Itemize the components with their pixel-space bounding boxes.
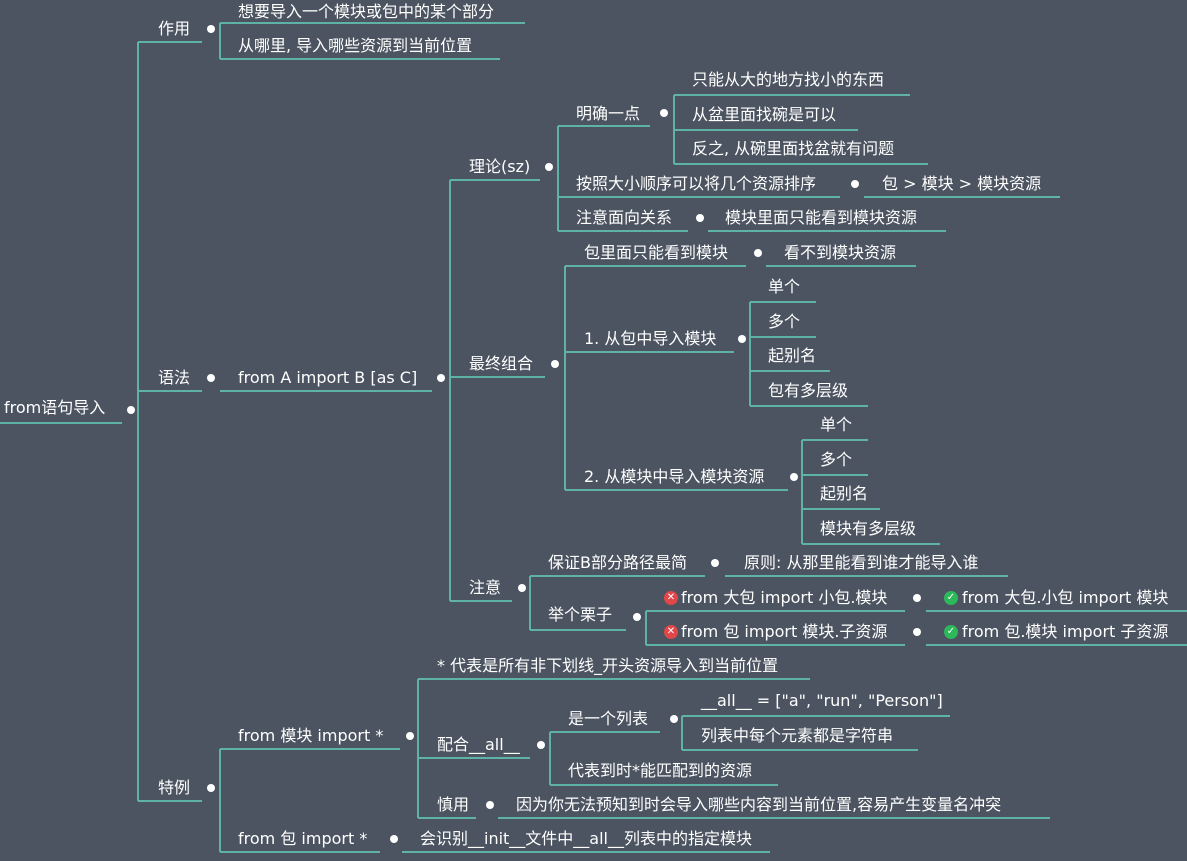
node-order[interactable]: 按照大小顺序可以将几个资源排序: [576, 174, 817, 193]
node-from-module-3[interactable]: 起别名: [820, 484, 869, 503]
node-careful-reason[interactable]: 因为你无法预知到时会导入哪些内容到当前位置,容易产生变量名冲突: [516, 795, 1002, 814]
node-from-module[interactable]: 2. 从模块中导入模块资源: [584, 467, 765, 486]
collapse-dot[interactable]: [406, 732, 414, 740]
node-from-pkg-3[interactable]: 起别名: [768, 346, 817, 365]
collapse-dot[interactable]: [633, 613, 641, 621]
node-note[interactable]: 注意: [469, 578, 502, 597]
node-purpose[interactable]: 作用: [158, 19, 191, 38]
collapse-dot[interactable]: [696, 214, 704, 222]
node-from-pkg[interactable]: 1. 从包中导入模块: [584, 329, 717, 348]
collapse-dot[interactable]: [127, 406, 135, 414]
collapse-dot[interactable]: [754, 249, 762, 257]
node-with-all[interactable]: 配合__all__: [437, 735, 520, 754]
collapse-dot[interactable]: [390, 835, 398, 843]
collapse-dot[interactable]: [913, 628, 921, 636]
collapse-dot[interactable]: [486, 801, 494, 809]
node-all-match[interactable]: 代表到时*能匹配到的资源: [568, 761, 753, 780]
node-all-value[interactable]: __all__ = ["a", "run", "Person"]: [701, 691, 943, 710]
node-clarify-2[interactable]: 从盆里面找碗是可以: [692, 105, 837, 124]
collapse-dot[interactable]: [518, 584, 526, 592]
node-example[interactable]: 举个栗子: [548, 605, 613, 624]
node-from-pkg-4[interactable]: 包有多层级: [768, 381, 849, 400]
node-order-value[interactable]: 包 > 模块 > 模块资源: [882, 174, 1042, 193]
node-list-items[interactable]: 列表中每个元素都是字符串: [701, 726, 894, 745]
node-from-module-2[interactable]: 多个: [820, 450, 853, 469]
node-final-combo[interactable]: 最终组合: [469, 354, 534, 373]
collapse-dot[interactable]: [670, 715, 678, 723]
node-shortest[interactable]: 保证B部分路径最简: [548, 553, 687, 572]
node-clarify[interactable]: 明确一点: [576, 104, 641, 123]
node-star-module[interactable]: from 模块 import *: [238, 726, 384, 745]
node-syntax-form[interactable]: from A import B [as C]: [238, 368, 418, 387]
node-from-module-4[interactable]: 模块有多层级: [820, 519, 917, 538]
node-relation[interactable]: 注意面向关系: [576, 208, 673, 227]
node-relation-value[interactable]: 模块里面只能看到模块资源: [725, 208, 918, 227]
collapse-dot[interactable]: [207, 374, 215, 382]
collapse-dot[interactable]: [738, 335, 746, 343]
collapse-dot[interactable]: [537, 741, 545, 749]
node-clarify-1[interactable]: 只能从大的地方找小的东西: [692, 70, 885, 89]
node-principle[interactable]: 原则: 从那里能看到谁才能导入谁: [744, 553, 979, 572]
collapse-dot[interactable]: [711, 559, 719, 567]
collapse-dot[interactable]: [851, 180, 859, 188]
error-icon: ✕: [664, 591, 678, 605]
collapse-dot[interactable]: [545, 163, 553, 171]
collapse-dot[interactable]: [207, 25, 215, 33]
node-pkg-only-value[interactable]: 看不到模块资源: [784, 243, 897, 262]
node-clarify-3[interactable]: 反之, 从碗里面找盆就有问题: [692, 139, 895, 158]
node-syntax[interactable]: 语法: [158, 368, 191, 387]
node-ex1-bad[interactable]: from 大包 import 小包.模块: [681, 588, 888, 607]
node-is-list[interactable]: 是一个列表: [568, 709, 649, 728]
collapse-dot[interactable]: [207, 784, 215, 792]
node-purpose-2[interactable]: 从哪里, 导入哪些资源到当前位置: [238, 36, 473, 55]
node-from-module-1[interactable]: 单个: [820, 415, 853, 434]
check-icon: ✓: [944, 625, 958, 639]
collapse-dot[interactable]: [551, 360, 559, 368]
node-root[interactable]: from语句导入: [4, 398, 106, 417]
collapse-dot[interactable]: [790, 473, 798, 481]
collapse-dot[interactable]: [437, 374, 445, 382]
node-from-pkg-1[interactable]: 单个: [768, 277, 801, 296]
collapse-dot[interactable]: [913, 594, 921, 602]
node-from-pkg-2[interactable]: 多个: [768, 312, 801, 331]
node-star-pkg-value[interactable]: 会识别__init__文件中__all__列表中的指定模块: [420, 829, 753, 848]
node-ex2-good[interactable]: from 包.模块 import 子资源: [962, 622, 1169, 641]
node-ex2-bad[interactable]: from 包 import 模块.子资源: [681, 622, 888, 641]
node-pkg-only[interactable]: 包里面只能看到模块: [584, 243, 729, 262]
node-star-meaning[interactable]: * 代表是所有非下划线_开头资源导入到当前位置: [437, 656, 779, 675]
collapse-dot[interactable]: [660, 109, 668, 117]
node-special[interactable]: 特例: [158, 778, 191, 797]
node-star-pkg[interactable]: from 包 import *: [238, 829, 368, 848]
node-careful[interactable]: 慎用: [437, 795, 470, 814]
node-purpose-1[interactable]: 想要导入一个模块或包中的某个部分: [238, 2, 495, 21]
node-ex1-good[interactable]: from 大包.小包 import 模块: [962, 588, 1169, 607]
check-icon: ✓: [944, 591, 958, 605]
node-theory[interactable]: 理论(sz): [469, 157, 531, 176]
error-icon: ✕: [664, 625, 678, 639]
